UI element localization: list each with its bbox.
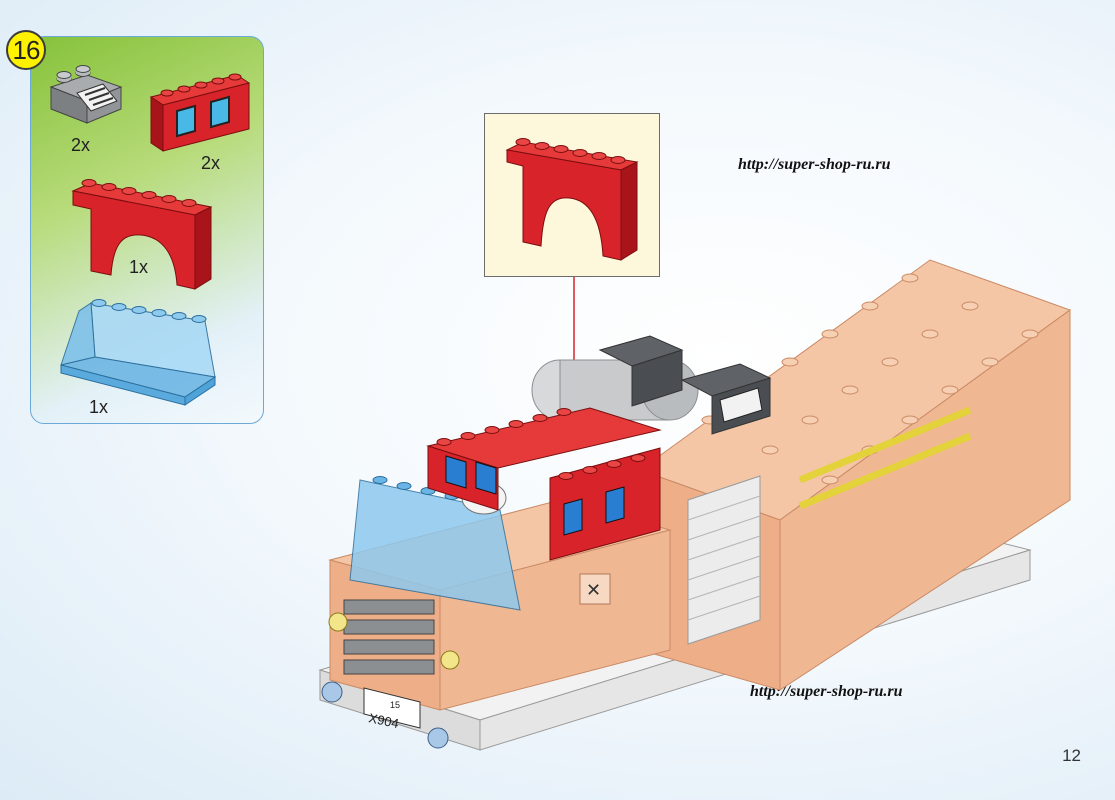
red-arch-brick-image — [71, 179, 213, 290]
license-plate-main: X904 — [367, 710, 400, 731]
callout-box — [484, 113, 660, 277]
slope-grille-brick-image — [49, 65, 123, 124]
step-number-badge: 16 — [6, 30, 46, 70]
windshield-image — [60, 299, 217, 406]
watermark-url-bottom: http://super-shop-ru.ru — [750, 683, 903, 700]
license-plate-top: 15 — [390, 700, 400, 710]
parts-list-panel: 2x 2x 1x — [30, 36, 264, 424]
red-window-wall-quantity: 2x — [201, 153, 221, 173]
fire-truck-model: 15 X904 ✕ — [318, 259, 1072, 751]
red-arch-quantity: 1x — [129, 257, 149, 277]
windshield-quantity: 1x — [89, 397, 109, 417]
page-number: 12 — [1062, 746, 1081, 765]
svg-text:✕: ✕ — [586, 580, 601, 601]
callout-arch-image — [505, 138, 639, 261]
slope-grille-quantity: 2x — [71, 135, 91, 155]
red-window-wall-image — [149, 73, 251, 152]
watermark-url-top: http://super-shop-ru.ru — [738, 156, 891, 173]
